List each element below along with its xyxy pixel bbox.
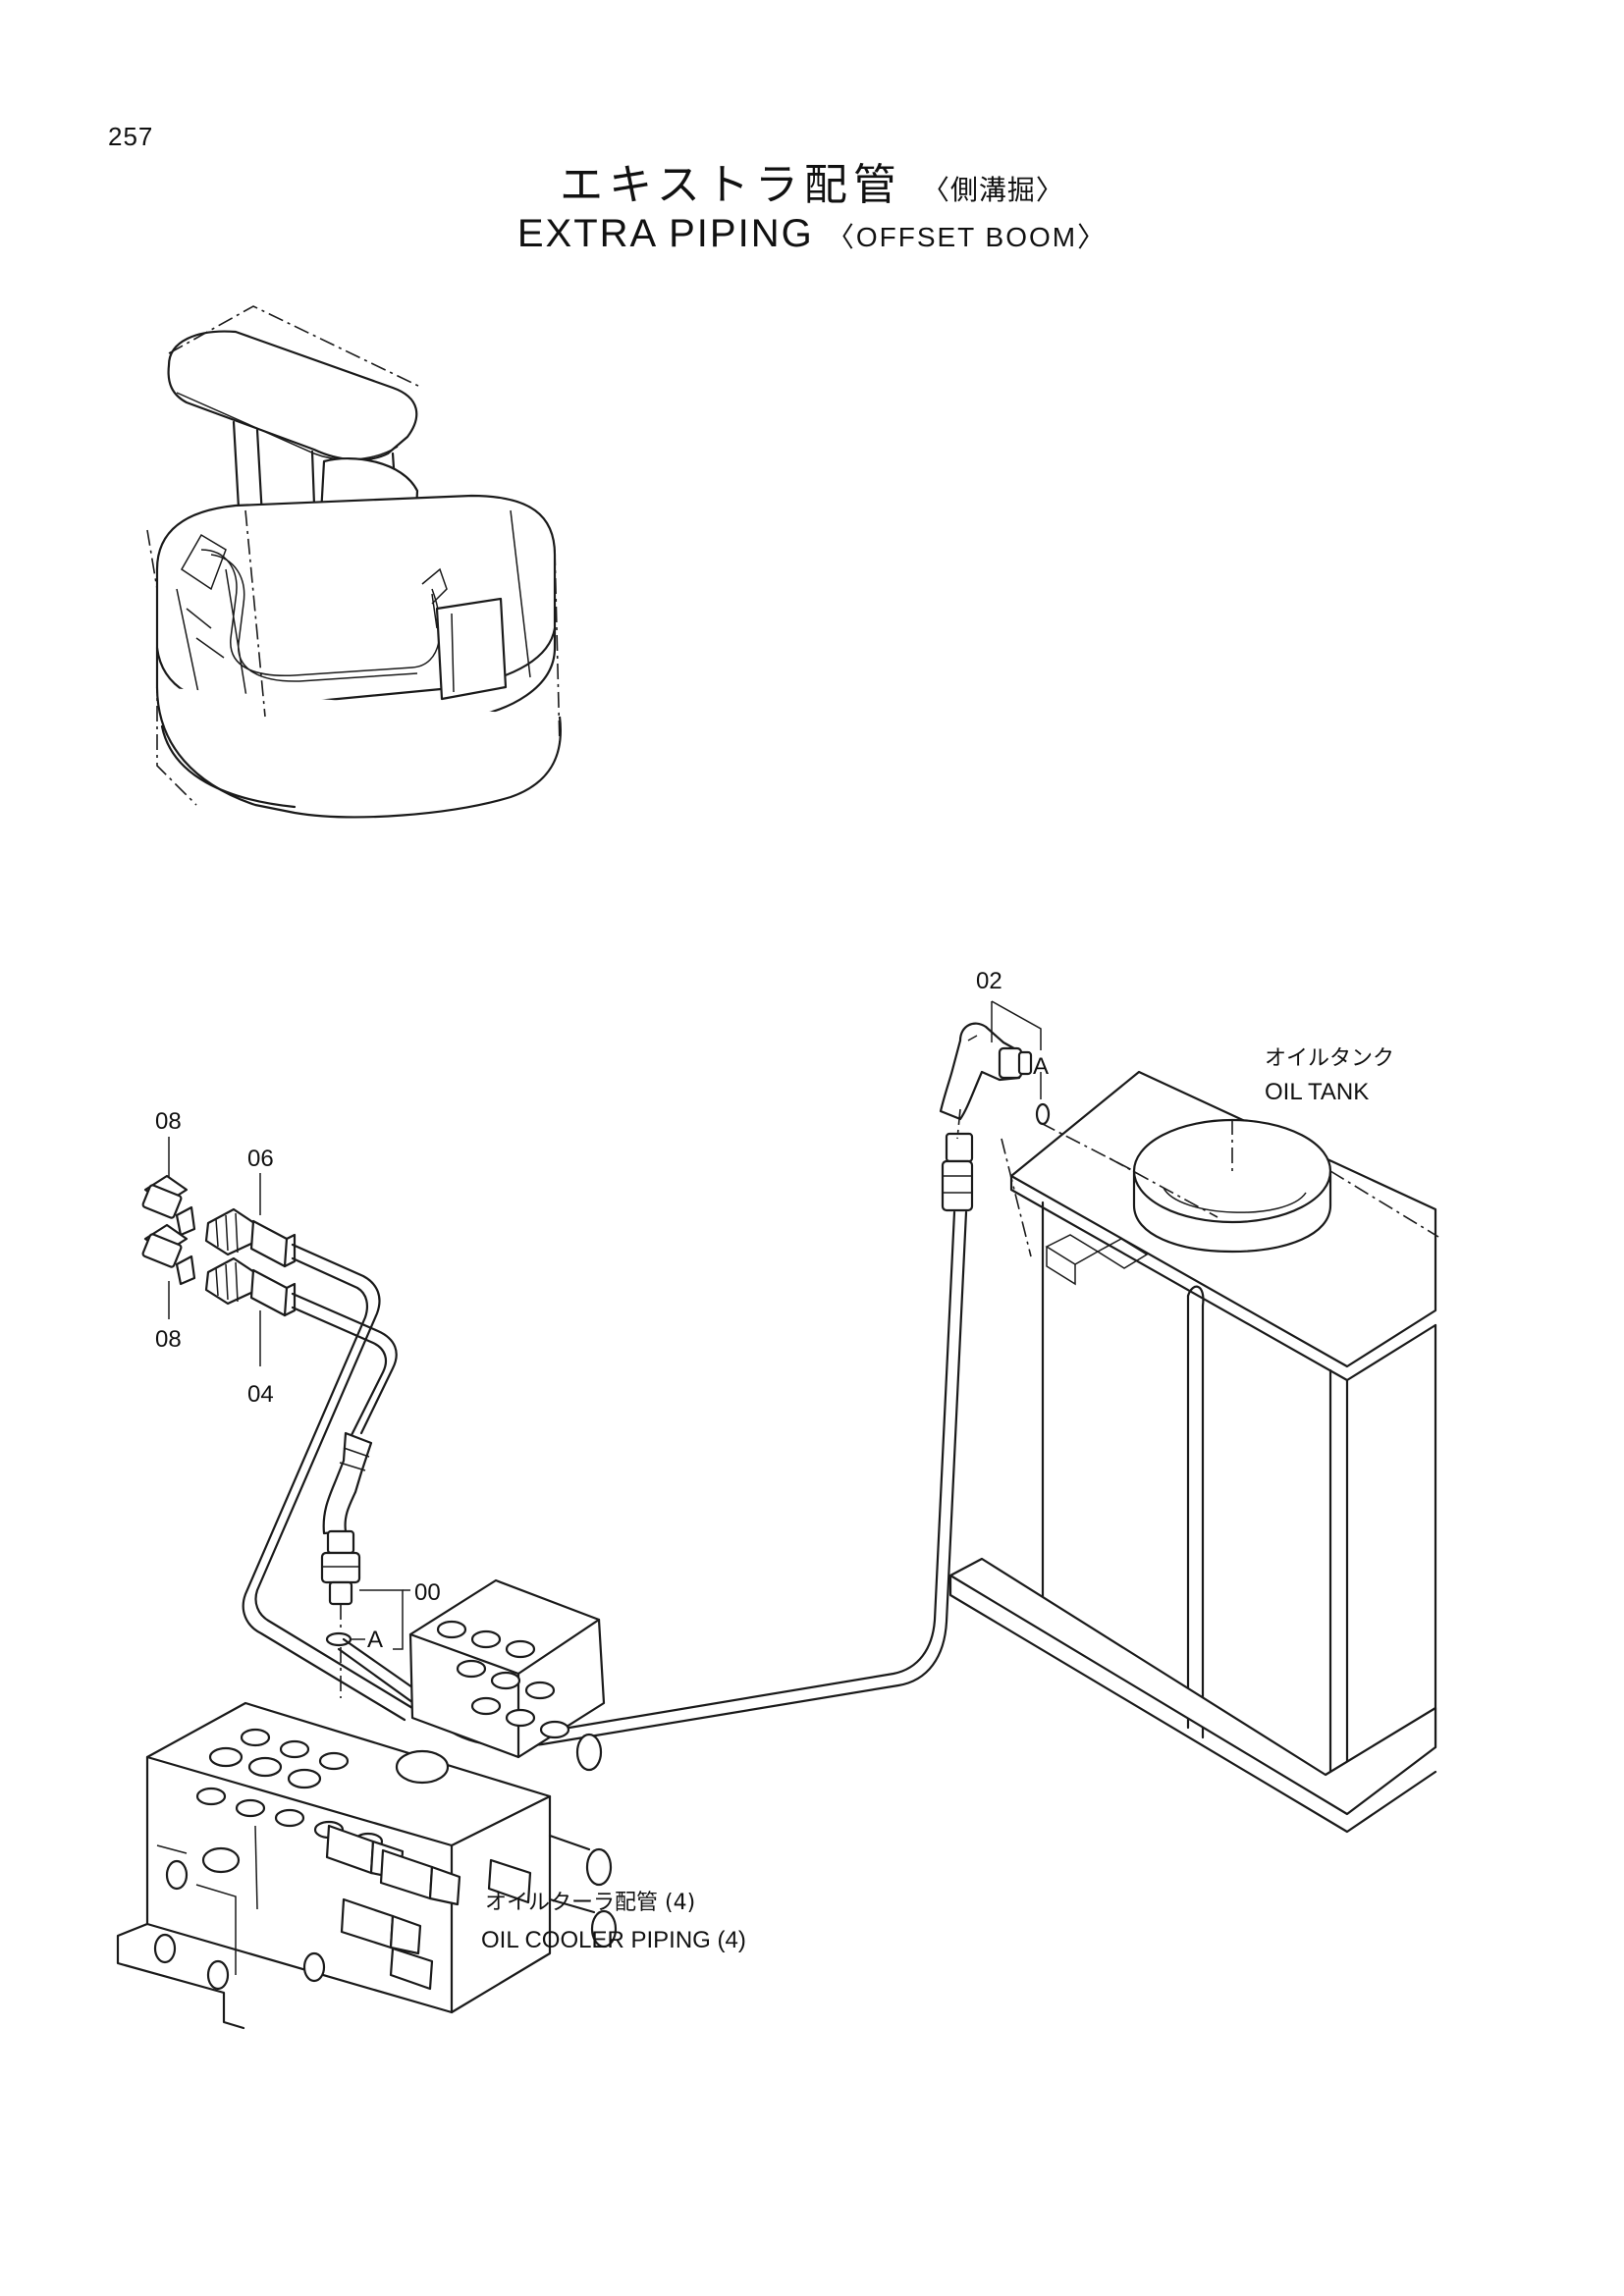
oil-tank-label-ja: オイルタンク <box>1265 1046 1394 1071</box>
valve-spools <box>325 1733 618 1991</box>
oil-cooler-label-ja: オイルクーラ配管 (4) <box>485 1891 695 1915</box>
adapter-fitting-00 <box>320 1529 361 1698</box>
title-en-sub: 〈OFFSET BOOM〉 <box>826 222 1108 252</box>
title-ja-sub: 〈側溝掘〉 <box>921 174 1064 206</box>
callout-a-top: A <box>1033 1053 1049 1080</box>
callout-08-top: 08 <box>155 1108 182 1135</box>
callout-00: 00 <box>414 1579 441 1606</box>
callout-02: 02 <box>976 968 1002 994</box>
callout-a-bottom: A <box>367 1627 383 1653</box>
callout-labels: 02 A 08 06 08 04 00 A オイルタンク OIL TANK オイ… <box>155 968 1394 1953</box>
title-en: EXTRA PIPING 〈OFFSET BOOM〉 <box>0 212 1624 256</box>
valve-ports <box>195 1620 570 1874</box>
title-ja-main: エキストラ配管 <box>560 160 902 210</box>
callout-08-bottom: 08 <box>155 1326 182 1353</box>
machine-overview-illustration <box>146 305 562 819</box>
callout-06: 06 <box>247 1146 274 1172</box>
callout-leaders <box>168 1000 1042 1650</box>
callout-04: 04 <box>247 1381 274 1408</box>
pipe-lines <box>242 1243 414 1722</box>
title-en-main: EXTRA PIPING <box>516 212 814 255</box>
page-number: 257 <box>108 122 154 151</box>
oil-cooler-label-en: OIL COOLER PIPING (4) <box>481 1927 746 1953</box>
control-valve-illustration <box>116 1578 618 2030</box>
oil-tank-illustration <box>948 1070 1439 1834</box>
title-ja: エキストラ配管 〈側溝掘〉 <box>0 149 1624 212</box>
connector-fittings <box>141 1174 297 1317</box>
oil-tank-label-en: OIL TANK <box>1265 1079 1369 1105</box>
